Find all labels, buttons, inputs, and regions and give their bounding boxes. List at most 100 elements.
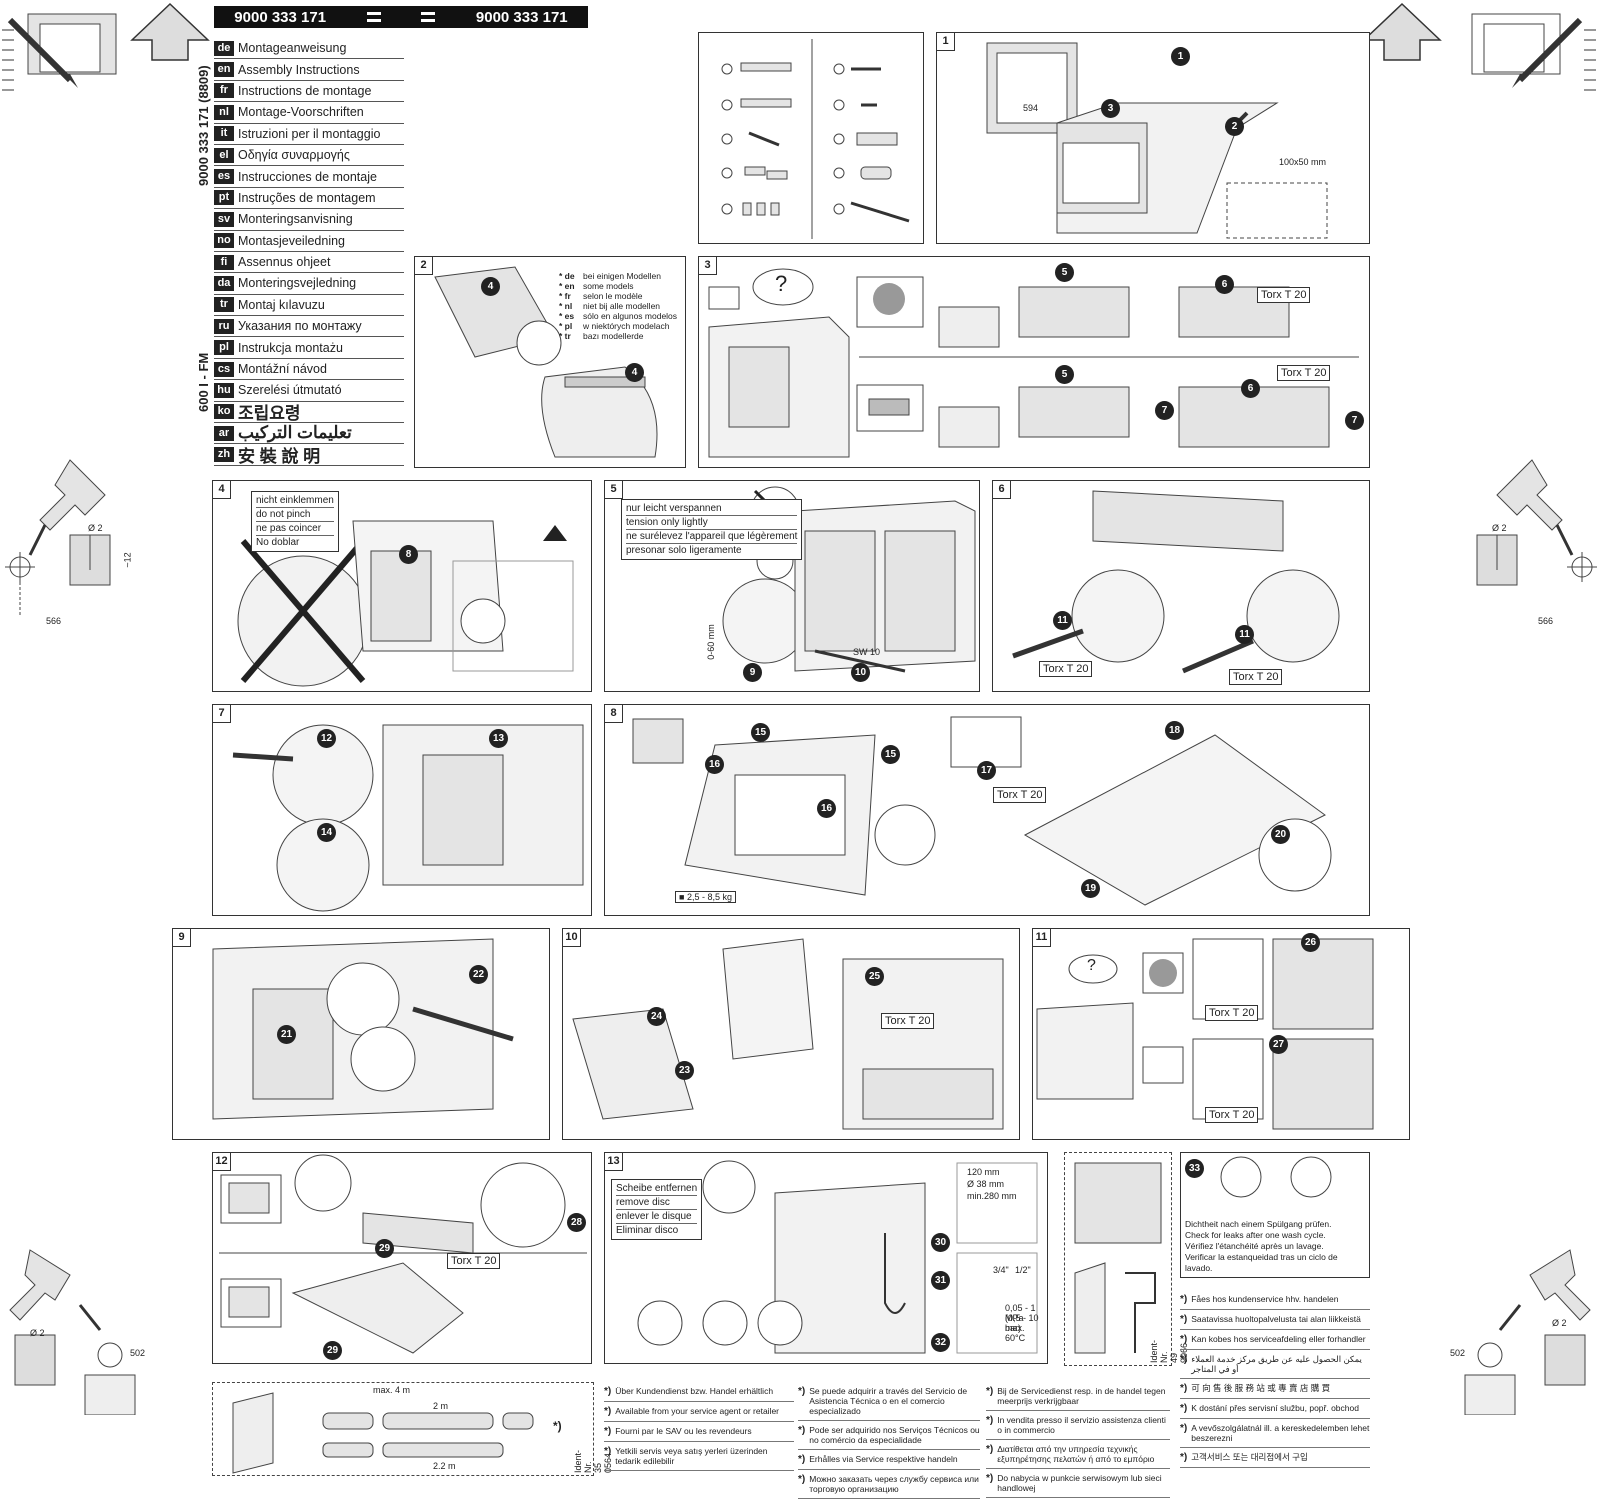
panel-number: 9 — [173, 929, 191, 947]
language-code: de — [214, 40, 234, 56]
footer-text: In vendita presso il servizio assistenza… — [997, 1415, 1166, 1435]
footer-col-2: *)Se puede adquirir a través del Servici… — [798, 1382, 980, 1499]
some-models-code: * en — [559, 281, 575, 291]
note-line: Scheibe entfernen — [616, 1183, 698, 1196]
pencil-cabinet-icon-right — [1470, 0, 1600, 100]
some-models-code: * fr — [559, 291, 571, 301]
language-label: تعليمات التركيب — [238, 423, 352, 443]
note-line: Vérifiez l'étanchéité après un lavage. — [1185, 1241, 1324, 1251]
step-circle: 4 — [625, 363, 644, 382]
some-models-text: niet bij alle modellen — [583, 301, 661, 311]
dim-label: Ø 38 mm — [967, 1179, 1005, 1189]
step-circle: 22 — [469, 965, 488, 984]
some-models-row: * nl niet bij alle modellen — [559, 301, 677, 311]
footer-text: Se puede adquirir a través del Servicio … — [809, 1386, 968, 1416]
asterisk-mark: *) — [1180, 1423, 1188, 1434]
language-label: Instrucciones de montaje — [238, 169, 377, 184]
language-label: Montage-Voorschriften — [238, 105, 364, 120]
pencil-cabinet-icon-left — [0, 0, 120, 100]
asterisk-mark: *) — [798, 1386, 806, 1397]
asterisk-mark: *) — [798, 1474, 806, 1485]
footer-text: Do nabycia w punkcie serwisowym lub siec… — [997, 1473, 1162, 1493]
language-code: en — [214, 62, 234, 78]
language-code: no — [214, 233, 234, 249]
drill-icon-left-2 — [0, 1245, 160, 1415]
drill-diameter-right-2: Ø 2 — [1552, 1318, 1567, 1328]
step-circle: 5 — [1055, 263, 1074, 282]
step-circle: 28 — [567, 1213, 586, 1232]
step-circle: 6 — [1241, 379, 1260, 398]
step-circle: 1 — [1171, 47, 1190, 66]
leak-check-notes: Dichtheit nach einem Spülgang prüfen.Che… — [1185, 1219, 1365, 1274]
asterisk-mark: *) — [986, 1386, 994, 1397]
torx-label: Torx T 20 — [881, 1013, 935, 1029]
step-circle: 7 — [1155, 401, 1174, 420]
footer-row: *)Über Kundendienst bzw. Handel erhältli… — [604, 1382, 794, 1402]
panel-number: 11 — [1033, 929, 1051, 947]
step-circle: 10 — [851, 663, 870, 682]
language-label: Οδηγία συναρμογής — [238, 148, 350, 163]
panel-6: 6 11 11 Torx T 20 Torx T 20 — [992, 480, 1370, 692]
panel-number: 1 — [937, 33, 955, 51]
question-mark: ? — [775, 271, 788, 296]
drill-diameter-right: Ø 2 — [1492, 523, 1507, 533]
language-label: Instruções de montagem — [238, 190, 376, 205]
some-models-text: w niektórych modelach — [583, 321, 670, 331]
some-models-code: * nl — [559, 301, 573, 311]
language-label: Monteringsanvisning — [238, 212, 353, 227]
footer-row: *)고객서비스 또는 대리점에서 구입 — [1180, 1448, 1370, 1468]
asterisk-mark: *) — [798, 1454, 806, 1465]
language-label: 조립요령 — [238, 404, 301, 424]
footer-row: *)Можно заказать через службу сервиса ил… — [798, 1470, 980, 1499]
footer-text: Erhålles via Service respektive handeln — [809, 1454, 958, 1464]
dim-label: max. 60°C — [1005, 1323, 1026, 1343]
footer-row: *)Bij de Servicedienst resp. in de hande… — [986, 1382, 1170, 1411]
step-circle: 24 — [647, 1007, 666, 1026]
panel-3: 3 ? 5 5 6 6 7 7 Torx T 20 Torx T 20 — [698, 256, 1370, 468]
equals-icon — [366, 12, 381, 22]
torx-label: Torx T 20 — [1229, 669, 1283, 685]
panel-10: 10 23 24 25 Torx T 20 — [562, 928, 1020, 1140]
dim-label: max. 4 m — [373, 1385, 411, 1395]
panel-number: 3 — [699, 257, 717, 275]
torx-label: Torx T 20 — [1257, 287, 1311, 303]
note-line: tension only lightly — [626, 516, 798, 530]
language-label: Указания по монтажу — [238, 319, 362, 334]
dist-566-right: 566 — [1538, 616, 1554, 626]
language-code: ru — [214, 318, 234, 334]
drill-diameter-left: Ø 2 — [88, 523, 103, 533]
some-models-code: * tr — [559, 331, 571, 341]
some-models-code: * de — [559, 271, 575, 281]
step-circle: 19 — [1081, 879, 1100, 898]
dim-label: 0-60 mm — [705, 624, 716, 660]
language-code: zh — [214, 447, 234, 463]
language-label: Szerelési útmutató — [238, 383, 342, 398]
footer-col-1: *)Über Kundendienst bzw. Handel erhältli… — [604, 1382, 794, 1471]
language-code: sv — [214, 211, 234, 227]
footer-row: *)Erhålles via Service respektive handel… — [798, 1450, 980, 1470]
language-code: fi — [214, 254, 234, 270]
dist-566-left: 566 — [46, 616, 62, 626]
step-circle: 6 — [1215, 275, 1234, 294]
note-line: nur leicht verspannen — [626, 502, 798, 516]
footer-row: *)Διατίθεται από την υπηρεσία τεχνικής ε… — [986, 1440, 1170, 1469]
drill-icon-right-2 — [1440, 1245, 1600, 1415]
footer-text: Можно заказать через службу сервиса или … — [809, 1474, 979, 1494]
footer-row: *)In vendita presso il servizio assisten… — [986, 1411, 1170, 1440]
drill-diameter-left-2: Ø 2 — [30, 1328, 45, 1338]
step-circle: 32 — [931, 1333, 950, 1352]
dim-label: 3/4" — [993, 1265, 1009, 1275]
part-number-left: 9000 333 171 — [234, 8, 327, 26]
footer-row: *)Saatavissa huoltopalvelusta tai alan l… — [1180, 1310, 1370, 1330]
step-circle: 8 — [399, 545, 418, 564]
footer-text: Available from your service agent or ret… — [615, 1406, 780, 1416]
asterisk-mark: *) — [798, 1425, 806, 1436]
